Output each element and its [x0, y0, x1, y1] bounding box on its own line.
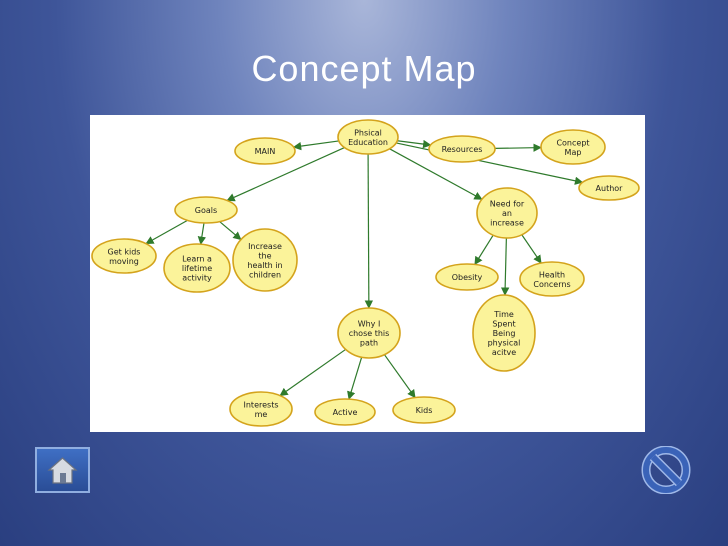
node-label: Get kids — [108, 247, 141, 256]
node-label: Why I — [358, 320, 381, 329]
node-label: physical — [488, 339, 521, 348]
node-label: activity — [182, 274, 212, 283]
node-label: path — [360, 339, 378, 348]
node-label: an — [502, 209, 512, 218]
node-label: Learn a — [182, 255, 212, 264]
node-label: Being — [493, 329, 516, 338]
edge-need-health — [521, 234, 542, 264]
node-label: the — [258, 251, 271, 260]
node-label: Concept — [556, 138, 589, 147]
node-label: lifetime — [182, 264, 212, 273]
node-shape — [337, 307, 401, 359]
edge-goals-getkids — [145, 219, 188, 245]
node-label: Time — [493, 310, 514, 319]
node-label: Phsical — [354, 128, 382, 137]
no-button[interactable] — [640, 445, 692, 495]
node-shape — [476, 187, 538, 239]
edge-goals-increase — [219, 221, 242, 241]
node-shape — [540, 129, 606, 165]
edges-layer — [145, 139, 584, 400]
edge-goals-learn — [197, 222, 207, 245]
node-label: Active — [333, 408, 358, 417]
home-button[interactable] — [35, 447, 90, 493]
edge-pe-need — [389, 148, 483, 200]
node-label: Concerns — [533, 280, 570, 289]
node-shape — [229, 391, 293, 427]
page-title: Concept Map — [251, 48, 477, 89]
node-label: acitve — [492, 348, 516, 357]
node-label: Interests — [244, 400, 279, 409]
node-label: me — [255, 410, 268, 419]
node-kids: Kids — [392, 396, 456, 424]
no-symbol-icon — [641, 445, 691, 495]
node-label: Health — [539, 270, 565, 279]
edge-need-obesity — [474, 234, 494, 266]
home-icon — [47, 457, 78, 484]
node-label: Obesity — [452, 273, 483, 282]
node-label: MAIN — [255, 147, 276, 156]
node-label: children — [249, 270, 281, 279]
node-label: moving — [109, 257, 139, 266]
edge-pe-goals — [226, 147, 345, 202]
edge-resources-cmap — [494, 143, 542, 152]
node-label: increase — [490, 219, 524, 228]
node-shape — [174, 196, 238, 224]
node-resources: Resources — [428, 135, 496, 163]
node-shape — [392, 396, 456, 424]
node-goals: Goals — [174, 196, 238, 224]
node-shape — [163, 243, 231, 293]
node-shape — [578, 175, 640, 201]
node-label: Spent — [492, 320, 515, 329]
node-label: Education — [348, 138, 388, 147]
node-label: Need for — [490, 200, 525, 209]
edge-pe-resources — [397, 139, 432, 149]
node-label: Kids — [416, 406, 433, 415]
node-label: Increase — [248, 242, 282, 251]
node-label: health in — [247, 261, 282, 270]
node-active: Active — [314, 398, 376, 426]
edge-why-interests — [279, 348, 346, 397]
node-shape — [435, 263, 499, 291]
node-main: MAIN — [234, 137, 296, 165]
node-label: Author — [596, 184, 624, 193]
node-author: Author — [578, 175, 640, 201]
node-shape — [234, 137, 296, 165]
node-label: Map — [565, 148, 582, 157]
node-shape — [314, 398, 376, 426]
node-shape — [337, 119, 399, 155]
node-shape — [472, 294, 536, 372]
node-shape — [91, 238, 157, 274]
edge-pe-why — [364, 153, 374, 309]
edge-pe-main — [292, 140, 339, 151]
node-shape — [428, 135, 496, 163]
node-label: Goals — [195, 206, 217, 215]
node-shape — [519, 261, 585, 297]
edge-need-time — [500, 237, 510, 296]
node-obesity: Obesity — [435, 263, 499, 291]
edge-why-kids — [383, 354, 416, 399]
node-shape — [232, 228, 298, 292]
edge-pe-author — [395, 142, 584, 185]
node-label: chose this — [349, 329, 390, 338]
edge-why-active — [347, 357, 363, 400]
node-label: Resources — [442, 145, 483, 154]
